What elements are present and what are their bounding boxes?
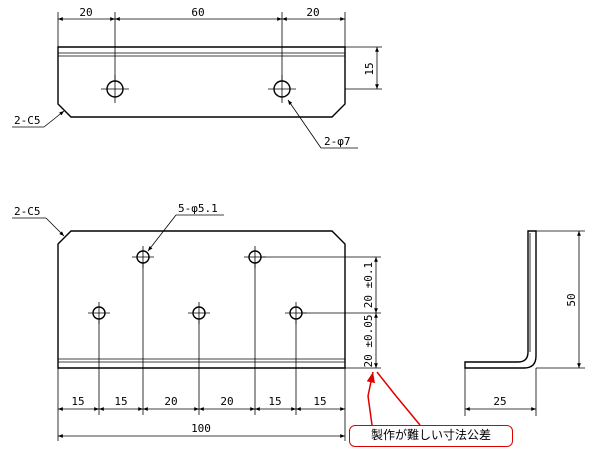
- dim-label: 25: [493, 395, 506, 408]
- side-height-dimension: 50: [536, 230, 585, 369]
- dim-label: 20: [306, 6, 319, 19]
- dim-label: 15: [114, 395, 127, 408]
- dim-label: 20: [79, 6, 92, 19]
- main-view: 15 15 20 20 15 15 100 20 ±0.1 20 ±0.05 2…: [12, 202, 381, 441]
- side-view: 50 25: [464, 230, 585, 416]
- hole-label: 2-φ7: [324, 135, 351, 148]
- tolerance-note: 製作が難しい寸法公差: [349, 425, 513, 447]
- main-view-outline: [57, 230, 346, 369]
- top-chamfer-callout: 2-C5: [12, 110, 65, 128]
- top-view-outline: [57, 46, 346, 118]
- top-dimension-chain: 20 60 20: [57, 6, 346, 81]
- right-dimension-chain: 20 ±0.1 20 ±0.05: [261, 256, 381, 369]
- chamfer-label: 2-C5: [14, 205, 41, 218]
- note-callout-arrow: [366, 371, 421, 426]
- dim-label: 20 ±0.05: [362, 315, 375, 368]
- dim-label: 60: [191, 6, 204, 19]
- dim-label: 50: [565, 293, 578, 306]
- top-view: 20 60 20 15 2-C5 2-φ7: [12, 6, 382, 149]
- bottom-extension-lines: [57, 263, 346, 441]
- dim-label: 20 ±0.1: [362, 262, 375, 308]
- dim-label: 15: [313, 395, 326, 408]
- chamfer-label: 2-C5: [14, 114, 41, 127]
- main-hole-callout: 5-φ5.1: [147, 202, 224, 252]
- side-width-dimension: 25: [464, 368, 537, 416]
- dim-label: 20: [164, 395, 177, 408]
- dim-label: 20: [220, 395, 233, 408]
- dim-label: 15: [363, 62, 376, 75]
- main-chamfer-callout: 2-C5: [12, 205, 65, 237]
- dim-label: 15: [71, 395, 84, 408]
- dim-label: 15: [268, 395, 281, 408]
- hole-label: 5-φ5.1: [178, 202, 218, 215]
- bottom-dimension-chain: 15 15 20 20 15 15 100: [58, 395, 345, 438]
- overall-dim-label: 100: [191, 422, 211, 435]
- top-hole-callout: 2-φ7: [287, 99, 358, 149]
- top-height-dimension: 15: [345, 46, 382, 90]
- side-view-profile: [464, 230, 537, 369]
